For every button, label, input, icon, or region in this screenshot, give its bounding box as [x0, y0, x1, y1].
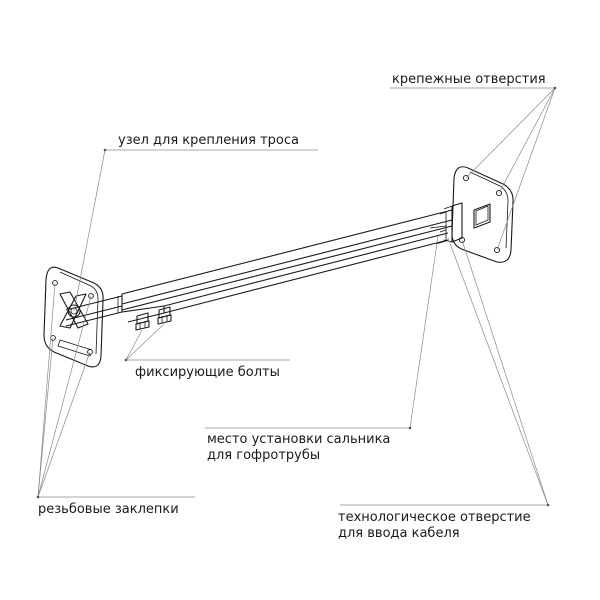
label-fixing-bolts: фиксирующие болты — [135, 365, 280, 380]
leader-lines — [36, 86, 557, 507]
fixing-bolt-right — [157, 306, 172, 325]
label-threaded-rivets: резьбовые заклепки — [38, 502, 179, 517]
label-tech-hole: технологическое отверстие для ввода кабе… — [338, 510, 531, 542]
label-gland-site-line2: для гофротрубы — [207, 448, 321, 463]
right-wall-plate — [443, 166, 514, 263]
label-mounting-holes: крепежные отверстия — [392, 72, 546, 87]
tech-hole-square — [473, 203, 491, 229]
boom-tube — [65, 209, 453, 327]
label-tech-hole-line2: для ввода кабеля — [338, 526, 460, 541]
label-tech-hole-line1: технологическое отверстие — [338, 510, 531, 525]
fixing-bolts — [135, 306, 172, 331]
fixing-bolt-left — [135, 312, 150, 331]
label-cable-attachment: узел для крепления троса — [118, 133, 299, 148]
label-gland-site-line1: место установки сальника — [207, 432, 391, 447]
left-wall-plate — [43, 266, 104, 368]
label-gland-site: место установки сальника для гофротрубы — [207, 432, 390, 464]
